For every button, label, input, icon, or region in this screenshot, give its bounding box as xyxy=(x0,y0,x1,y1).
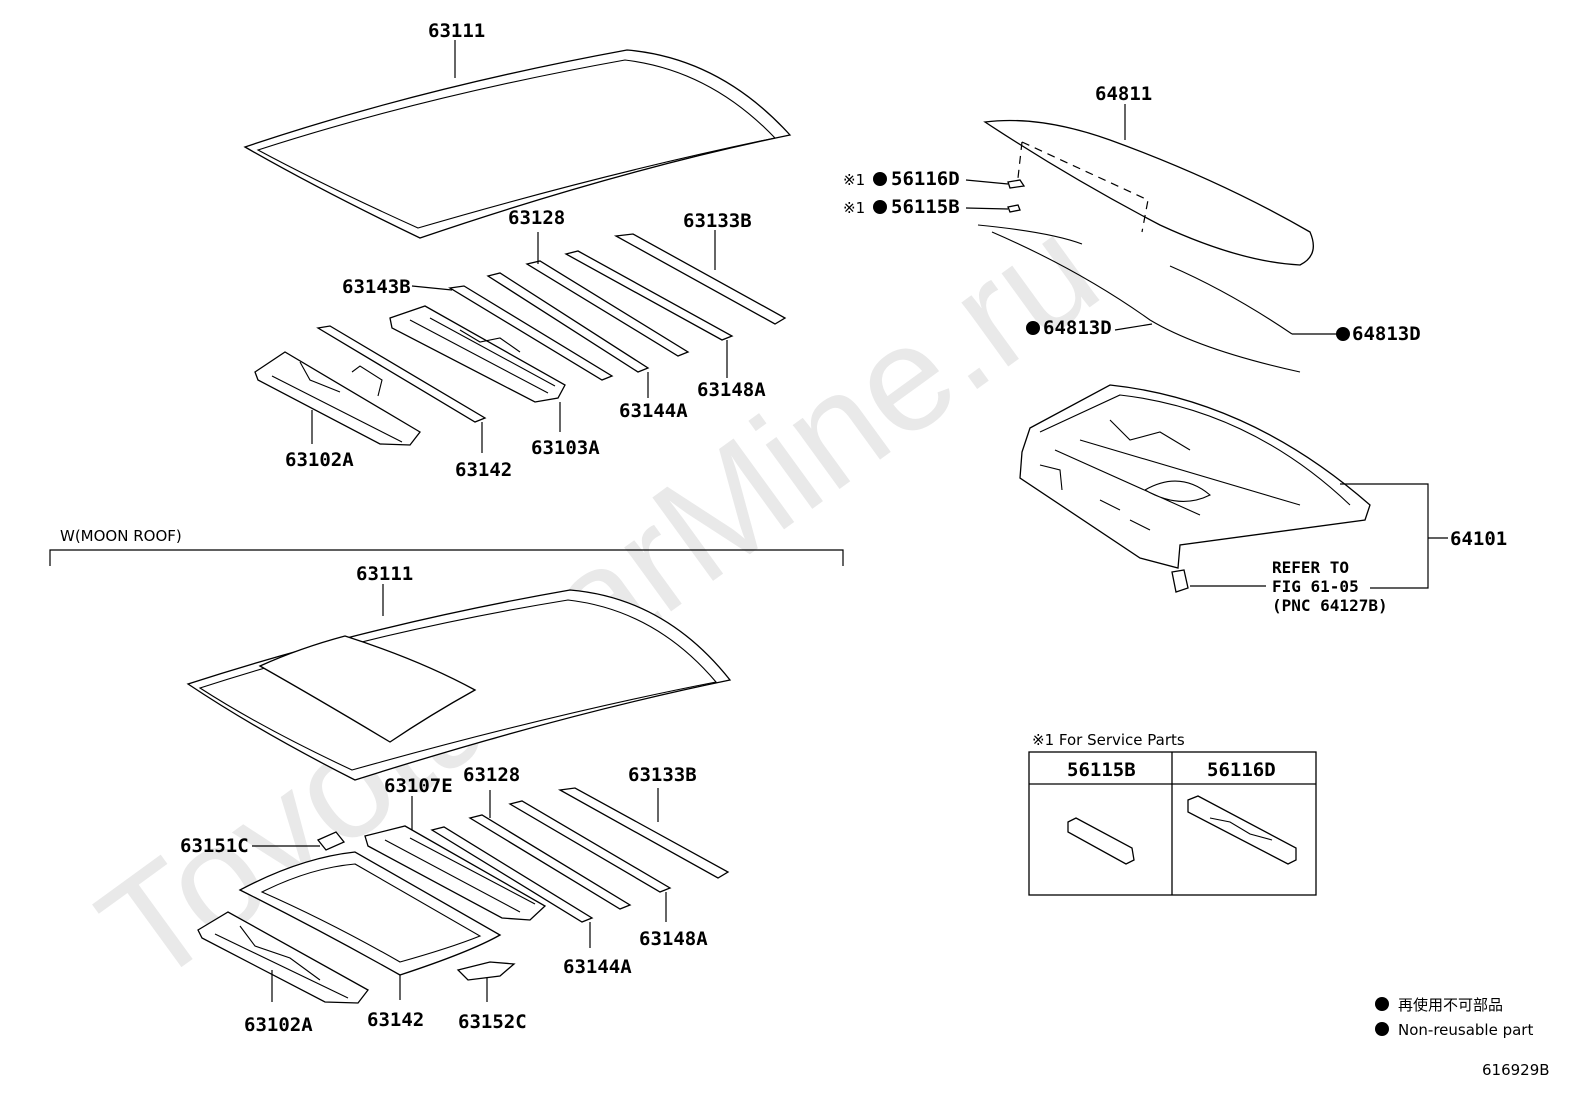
service-mark: ※1 xyxy=(843,171,865,189)
nonreusable-dot xyxy=(1026,321,1040,335)
header-detail xyxy=(271,361,403,443)
bracket-63151C[interactable] xyxy=(316,831,346,851)
label-63142: 63142 xyxy=(455,459,512,481)
label-63151C: 63151C xyxy=(180,835,249,857)
legend-dot xyxy=(1375,997,1389,1011)
label-63111: 63111 xyxy=(428,20,485,42)
refer-line-2: FIG 61-05 xyxy=(1272,577,1359,596)
roof-panel-63111[interactable] xyxy=(243,49,792,239)
reinforcement-detail xyxy=(384,837,536,913)
label-63111-moon: 63111 xyxy=(356,563,413,585)
rear-group: 64811 ※1 56116D ※1 56115B 64813D 64813D … xyxy=(843,83,1507,615)
roof-bow-63144A[interactable] xyxy=(486,272,650,373)
label-64101: 64101 xyxy=(1450,528,1507,550)
label-63144A: 63144A xyxy=(619,400,688,422)
label-64811: 64811 xyxy=(1095,83,1152,105)
legend-japanese: 再使用不可部品 xyxy=(1398,996,1503,1014)
sunroof-frame-63142[interactable] xyxy=(238,851,502,976)
package-tray-detail xyxy=(1039,394,1351,531)
label-64813D-right: 64813D xyxy=(1352,323,1421,345)
moon-roof-label: W(MOON ROOF) xyxy=(60,527,182,545)
bracket-63152C[interactable] xyxy=(456,961,516,981)
label-56116D: 56116D xyxy=(891,168,960,190)
nonreusable-dot xyxy=(873,172,887,186)
roof-header-63102A[interactable] xyxy=(254,351,421,446)
legend: 再使用不可部品 Non-reusable part 616929B xyxy=(1375,996,1550,1079)
label-63102A-moon: 63102A xyxy=(244,1014,313,1036)
service-part-56115B-image[interactable] xyxy=(1067,817,1135,865)
roof-bow-63144A-moon[interactable] xyxy=(430,826,594,923)
glass-dashed-outline xyxy=(1017,141,1149,233)
legend-english: Non-reusable part xyxy=(1398,1021,1533,1039)
label-63128-moon: 63128 xyxy=(463,764,520,786)
leader-bracket xyxy=(1340,483,1429,589)
weatherstrip-64813D-left[interactable] xyxy=(977,224,1301,373)
roof-bow-63143B[interactable] xyxy=(448,285,614,381)
roof-group-moon-roof: W(MOON ROOF) 63111 63133B 63148A 63128 6… xyxy=(49,527,844,1036)
leader-line xyxy=(965,207,1009,210)
label-63133B-moon: 63133B xyxy=(628,764,697,786)
rear-window-glass-64811[interactable] xyxy=(983,119,1314,266)
roof-bow-63128[interactable] xyxy=(525,260,690,357)
label-63107E: 63107E xyxy=(384,775,453,797)
roof-group-standard: 63111 63133B 63148A 63128 63144A 63143B … xyxy=(243,20,792,481)
service-part-56116D-image[interactable] xyxy=(1187,795,1297,865)
figure-id: 616929B xyxy=(1482,1061,1550,1079)
roof-bow-63128-moon[interactable] xyxy=(468,814,632,910)
frame-inner-line xyxy=(260,863,482,963)
header-detail xyxy=(214,925,349,999)
label-63152C: 63152C xyxy=(458,1011,527,1033)
sunroof-opening xyxy=(258,635,477,743)
roof-reinforcement-63103A[interactable] xyxy=(389,305,566,403)
label-64813D-left: 64813D xyxy=(1043,317,1112,339)
service-parts-table: ※1 For Service Parts 56115B 56116D xyxy=(1028,731,1317,896)
service-mark: ※1 xyxy=(843,199,865,217)
label-63148A-moon: 63148A xyxy=(639,928,708,950)
label-63142-moon: 63142 xyxy=(367,1009,424,1031)
package-tray-64101[interactable] xyxy=(1019,384,1371,569)
spacer-56115B[interactable] xyxy=(1007,204,1021,213)
roof-bow-63133B-moon[interactable] xyxy=(557,787,730,879)
leader-line xyxy=(1114,323,1153,331)
roof-bow-63133B[interactable] xyxy=(613,233,787,325)
label-63148A: 63148A xyxy=(697,379,766,401)
table-header-56116D: 56116D xyxy=(1207,759,1276,781)
nonreusable-dot xyxy=(1336,327,1350,341)
roof-reinforcement-63107E[interactable] xyxy=(364,825,547,921)
roof-bow-63148A[interactable] xyxy=(564,250,734,341)
refer-line-1: REFER TO xyxy=(1272,558,1349,577)
label-63143B: 63143B xyxy=(342,276,411,298)
service-parts-title: ※1 For Service Parts xyxy=(1032,731,1185,749)
service-part-detail xyxy=(1209,817,1273,841)
leader-line xyxy=(411,285,453,291)
refer-line-3: (PNC 64127B) xyxy=(1272,596,1388,615)
label-56115B: 56115B xyxy=(891,196,960,218)
nonreusable-dot xyxy=(873,200,887,214)
table-header-56115B: 56115B xyxy=(1067,759,1136,781)
label-63128: 63128 xyxy=(508,207,565,229)
spacer-56116D[interactable] xyxy=(1007,179,1026,189)
weatherstrip-64813D-right[interactable] xyxy=(1169,265,1293,335)
roof-rail-63142[interactable] xyxy=(316,325,487,423)
label-63133B: 63133B xyxy=(683,210,752,232)
roof-header-63102A-moon[interactable] xyxy=(197,911,369,1004)
roof-bow-63148A-moon[interactable] xyxy=(508,800,672,893)
legend-dot xyxy=(1375,1022,1389,1036)
reinforcement-detail xyxy=(409,317,556,394)
leader-line xyxy=(965,179,1009,185)
roof-panel-inner-line xyxy=(256,59,777,229)
moon-roof-bracket xyxy=(49,549,844,566)
label-63144A-moon: 63144A xyxy=(563,956,632,978)
label-63102A: 63102A xyxy=(285,449,354,471)
roof-inner-line xyxy=(198,599,718,771)
clip-64127B[interactable] xyxy=(1171,569,1189,593)
label-63103A: 63103A xyxy=(531,437,600,459)
